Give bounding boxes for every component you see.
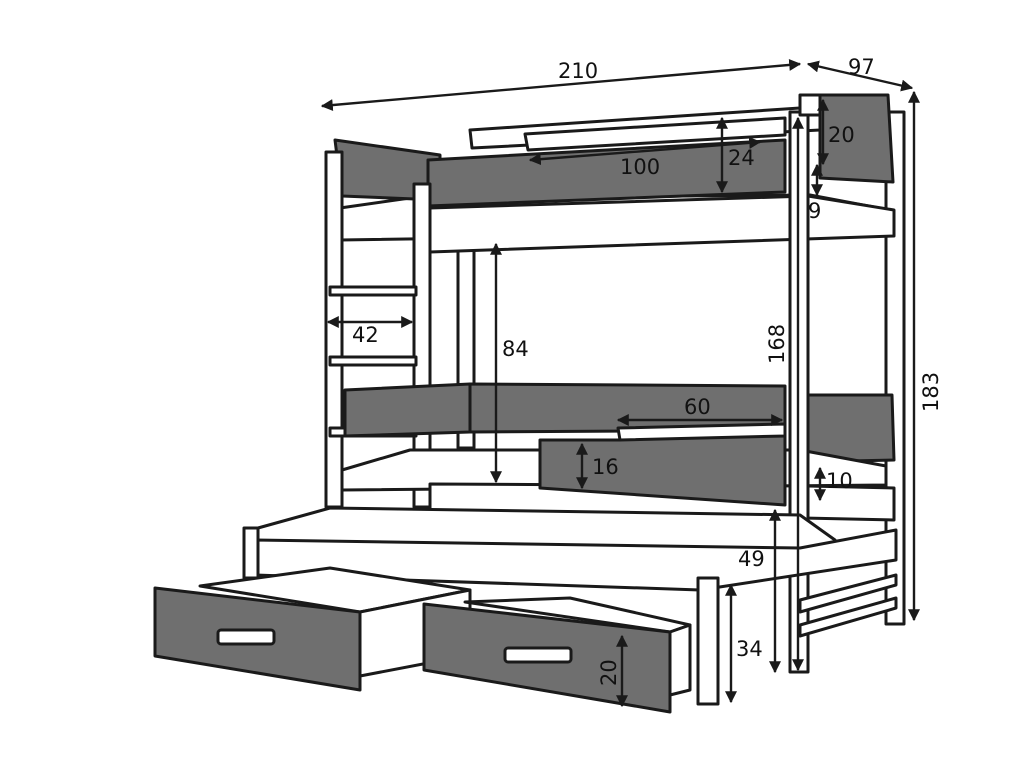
label-drawer-height: 20 [597,659,621,686]
label-total-length: 210 [558,59,598,83]
dimension-lines [320,58,920,708]
label-top-guard-height: 24 [728,146,755,170]
label-trundle-height: 34 [736,637,763,661]
label-upper-bed-height: 168 [765,324,789,364]
label-top-gap: 9 [808,199,821,223]
label-bunk-clearance: 84 [502,337,529,361]
label-total-depth: 97 [848,55,875,79]
drawer-right-handle [503,646,573,664]
front-posts [788,93,822,674]
label-total-height: 183 [919,372,943,412]
label-middle-bed-height: 49 [738,547,765,571]
label-headboard-height: 20 [828,123,855,147]
dimension-labels: 210 97 20 100 24 9 42 84 168 183 60 16 1… [352,55,943,686]
label-top-mattress-width: 100 [620,155,660,179]
drawer-left-handle [216,628,276,646]
label-ladder-width: 42 [352,323,379,347]
middle-bunk [340,382,896,522]
label-middle-gap: 10 [826,469,853,493]
drawer-right [422,596,692,714]
label-middle-guard-height: 16 [592,455,619,479]
label-middle-guard-length: 60 [684,395,711,419]
